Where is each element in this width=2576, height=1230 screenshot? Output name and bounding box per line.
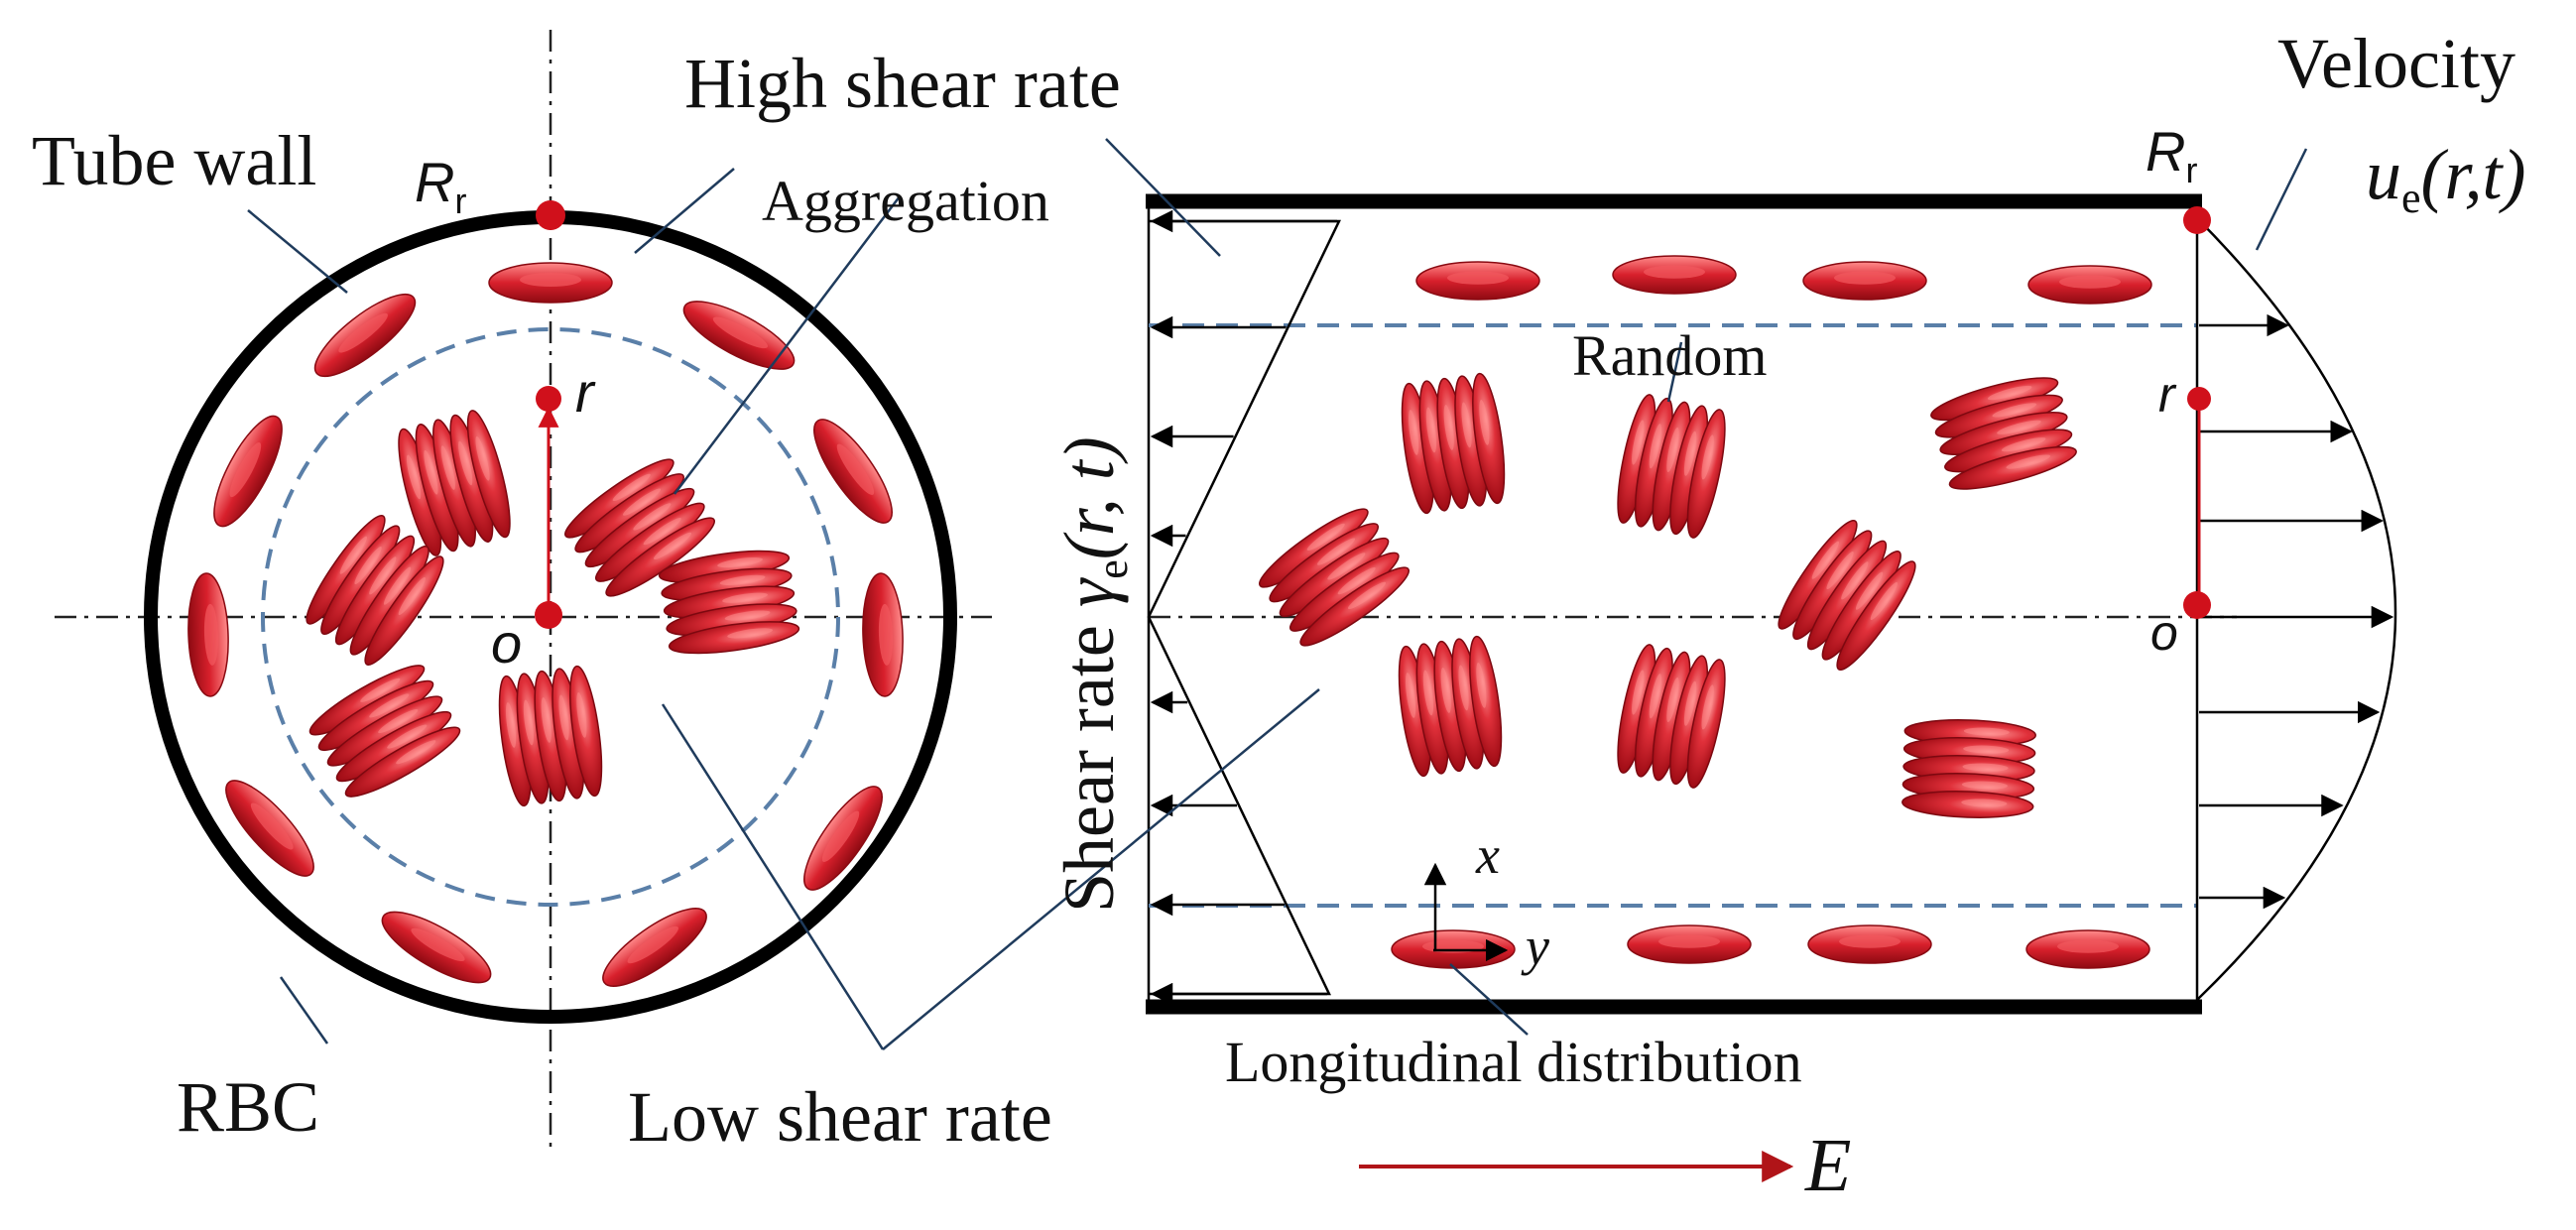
low-shear-rate-label: Low shear rate [628, 1077, 1052, 1157]
near-wall-rbc-6 [1627, 924, 1752, 964]
near-wall-rbc-4 [2027, 265, 2152, 305]
axis-y-label: y [1521, 917, 1549, 976]
wall-point-left [536, 200, 565, 230]
aggregate-left-2 [564, 458, 715, 597]
axis-x-label: x [1475, 825, 1500, 885]
near-wall-rbc-8 [2025, 929, 2150, 969]
peripheral-rbc-11 [313, 293, 417, 378]
aggregate-left-3 [306, 515, 444, 666]
radius-label-left-base: R [415, 151, 454, 213]
shear-rate-axis-symbol: γ [1049, 577, 1129, 607]
near-wall-rbc-3 [1802, 261, 1927, 301]
peripheral-rbc-8 [225, 780, 314, 877]
radius-label-left: Rr [415, 151, 466, 221]
peripheral-rbc-ring [187, 262, 904, 987]
r-label-left: r [575, 361, 596, 424]
origin-point-left [535, 601, 562, 629]
near-wall-rbc-7 [1807, 924, 1932, 964]
rbc-label: RBC [177, 1067, 319, 1147]
r-label-right: r [2158, 367, 2177, 423]
velocity-symbol: ue(r,t) [2366, 135, 2526, 222]
origin-point-right [2183, 591, 2211, 619]
aggregate-right-4 [1259, 508, 1410, 647]
radius-label-right-base: R [2146, 120, 2185, 183]
aggregate-right-2 [1617, 394, 1726, 539]
random-label: Random [1572, 323, 1768, 388]
dashed-boundary-left [261, 327, 840, 907]
velocity-symbol-base: u [2366, 135, 2401, 214]
radius-label-left-sub: r [454, 181, 466, 221]
peripheral-rbc-2 [682, 301, 796, 370]
peripheral-rbc-4 [862, 572, 904, 697]
shear-rate-axis-sub: e [1088, 559, 1137, 579]
peripheral-rbc-3 [813, 419, 893, 524]
shear-rate-axis-prefix: Shear rate [1049, 607, 1129, 913]
peripheral-rbc-9 [187, 572, 229, 697]
velocity-profile-curve [2196, 217, 2397, 1001]
shear-rate-axis-label: Shear rate γe(r, t) [1049, 436, 1137, 913]
aggregate-right-1 [1401, 372, 1506, 515]
o-label-right: o [2150, 605, 2178, 661]
aggregate-left-5 [308, 665, 461, 798]
aggregate-right-7 [1617, 644, 1726, 789]
radius-label-right-sub: r [2185, 150, 2197, 190]
aggregate-right-6 [1398, 635, 1503, 778]
shear-rate-arrows [1150, 209, 1337, 1006]
r-point-right [2187, 387, 2211, 411]
peripheral-rbc-10 [213, 415, 283, 528]
o-label-left: o [491, 612, 522, 675]
electric-field-label: E [1804, 1124, 1851, 1207]
shear-rate-axis-args: (r, t) [1049, 436, 1129, 559]
leader-lines [247, 138, 2308, 1050]
high-shear-rate-label: High shear rate [684, 44, 1121, 123]
rbc-aggregates-left [306, 410, 800, 807]
peripheral-rbc-6 [602, 908, 707, 987]
near-wall-rbc-1 [1415, 261, 1540, 301]
r-point-left [536, 386, 561, 412]
longitudinal-distribution-label: Longitudinal distribution [1225, 1030, 1802, 1094]
peripheral-rbc-5 [803, 786, 883, 891]
velocity-label: Velocity [2277, 24, 2515, 103]
aggregate-right-5 [1778, 520, 1916, 671]
aggregate-left-1 [398, 410, 511, 556]
aggregate-left-4 [658, 550, 800, 655]
longitudinal-section [1146, 193, 2397, 1182]
aggregate-left-6 [498, 665, 603, 807]
aggregate-right-8 [1901, 719, 2036, 818]
velocity-symbol-args: (r,t) [2421, 135, 2526, 214]
tube-wall-label: Tube wall [32, 121, 316, 200]
rbc-aggregates-right [1259, 372, 2077, 818]
peripheral-rbc-7 [381, 911, 492, 984]
peripheral-rbc-1 [488, 262, 613, 304]
cross-section [55, 30, 992, 1151]
aggregation-label: Aggregation [762, 169, 1049, 233]
velocity-symbol-sub: e [2401, 174, 2421, 222]
aggregate-right-3 [1930, 377, 2077, 490]
near-wall-rbcs [1391, 255, 2152, 969]
velocity-arrows [2199, 313, 2394, 910]
near-wall-rbc-2 [1612, 255, 1737, 295]
wall-point-right [2183, 206, 2211, 234]
radius-label-right: Rr [2146, 120, 2197, 190]
